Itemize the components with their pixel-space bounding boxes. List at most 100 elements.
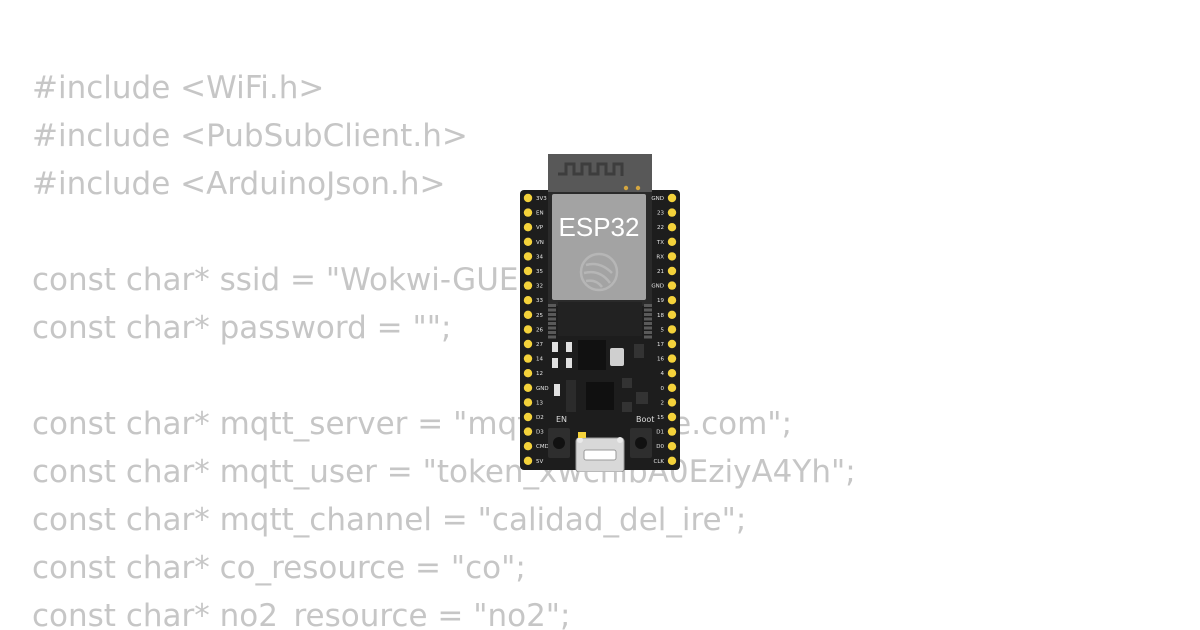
pin-label: 22 — [657, 225, 664, 231]
header-pin[interactable] — [523, 325, 533, 334]
code-line: const char* mqtt_channel = "calidad_del_… — [32, 502, 747, 538]
header-pin[interactable] — [523, 339, 533, 349]
header-pin[interactable] — [667, 339, 677, 349]
header-pin[interactable] — [523, 412, 533, 422]
pin-label: D1 — [656, 430, 664, 436]
code-line: const char* mqtt_user = "token_xwchibA0E… — [32, 454, 856, 490]
header-pin[interactable] — [523, 281, 533, 290]
pin-label: 25 — [536, 313, 543, 319]
header-pin[interactable] — [523, 223, 533, 232]
boot-label: Boot — [636, 415, 654, 424]
header-pin[interactable] — [667, 208, 677, 217]
pin-label: VP — [536, 225, 544, 231]
header-pin[interactable] — [523, 296, 533, 305]
pin-label: 32 — [536, 284, 543, 290]
module-pad — [644, 326, 652, 330]
pin-label: RX — [656, 254, 664, 260]
en-label: EN — [556, 415, 567, 424]
code-line: #include <WiFi.h> — [32, 70, 325, 106]
header-pin[interactable] — [667, 325, 677, 334]
header-pin[interactable] — [667, 310, 677, 319]
header-pin[interactable] — [667, 354, 677, 363]
module-pad — [644, 313, 652, 316]
antenna-pad — [623, 185, 629, 191]
module-pad — [644, 317, 652, 321]
module-pad — [548, 308, 556, 312]
header-pin[interactable] — [667, 398, 677, 407]
header-pin[interactable] — [667, 252, 677, 261]
pin-label: 5V — [536, 459, 543, 465]
module-pad — [548, 322, 556, 325]
pin-label: GND — [651, 196, 664, 202]
header-pin[interactable] — [667, 237, 677, 246]
header-pin[interactable] — [667, 266, 677, 276]
header-pin[interactable] — [523, 456, 533, 465]
header-pin[interactable] — [523, 398, 533, 407]
code-line: const char* mqtt_server = "mqtt.beebotte… — [32, 406, 793, 442]
pin-label: 23 — [657, 211, 664, 217]
antenna-trace — [558, 162, 624, 176]
pin-label: D0 — [656, 444, 664, 450]
boot-button[interactable] — [630, 428, 652, 458]
pin-label: D2 — [536, 415, 544, 421]
header-pin[interactable] — [523, 266, 533, 276]
pin-label: 16 — [657, 357, 664, 363]
header-pin[interactable] — [523, 383, 533, 392]
header-pin[interactable] — [523, 193, 533, 203]
module-pad — [644, 335, 652, 339]
left-pin-header: 3V3ENVPVN343532332526271412GND13D2D3CMD5… — [523, 193, 549, 465]
header-pin[interactable] — [667, 456, 677, 465]
header-pin[interactable] — [667, 442, 677, 451]
code-line: const char* password = ""; — [32, 310, 452, 346]
pin-label: 21 — [657, 269, 664, 275]
pin-label: GND — [651, 284, 664, 290]
header-pin[interactable] — [667, 412, 677, 422]
module-pad — [644, 304, 652, 307]
module-pad — [548, 313, 556, 316]
espressif-logo-icon — [579, 252, 619, 292]
module-pad — [548, 335, 556, 339]
module-shield — [552, 194, 646, 300]
pin-label: 34 — [536, 254, 543, 260]
smd-components — [552, 340, 648, 412]
module-pad — [548, 317, 556, 321]
header-pin[interactable] — [523, 369, 533, 378]
header-pin[interactable] — [523, 354, 533, 363]
module-pad — [644, 322, 652, 325]
usb-connector-icon — [575, 437, 625, 472]
pin-label: 19 — [657, 298, 664, 304]
pin-label: 12 — [536, 371, 543, 377]
module-pads — [548, 302, 652, 339]
code-line: const char* no2_resource = "no2"; — [32, 598, 571, 630]
pin-label: 2 — [661, 400, 665, 406]
module-pad — [548, 331, 556, 334]
header-pin[interactable] — [667, 223, 677, 232]
module-pad — [644, 308, 652, 312]
header-pin[interactable] — [667, 193, 677, 203]
pin-label: TX — [656, 240, 664, 246]
header-pin[interactable] — [523, 208, 533, 217]
pin-label: 17 — [657, 342, 664, 348]
header-pin[interactable] — [523, 310, 533, 319]
header-pin[interactable] — [523, 252, 533, 261]
header-pin[interactable] — [667, 383, 677, 392]
header-pin[interactable] — [523, 237, 533, 246]
pin-label: 0 — [661, 386, 665, 392]
pin-label: 35 — [536, 269, 543, 275]
header-pin[interactable] — [667, 427, 677, 436]
pin-label: 15 — [657, 415, 664, 421]
code-line: const char* ssid = "Wokwi-GUEST"; — [32, 262, 582, 298]
esp32-board-svg: ESP32 3V3ENVPVN343532332526271412GND13D2… — [520, 154, 680, 472]
pin-label: 18 — [657, 313, 664, 319]
header-pin[interactable] — [667, 296, 677, 305]
module-underside — [558, 302, 642, 336]
code-line — [32, 352, 856, 400]
header-pin[interactable] — [523, 427, 533, 436]
header-pin[interactable] — [523, 442, 533, 451]
header-pin[interactable] — [667, 369, 677, 378]
header-pin[interactable] — [667, 281, 677, 290]
en-button[interactable] — [548, 428, 570, 458]
